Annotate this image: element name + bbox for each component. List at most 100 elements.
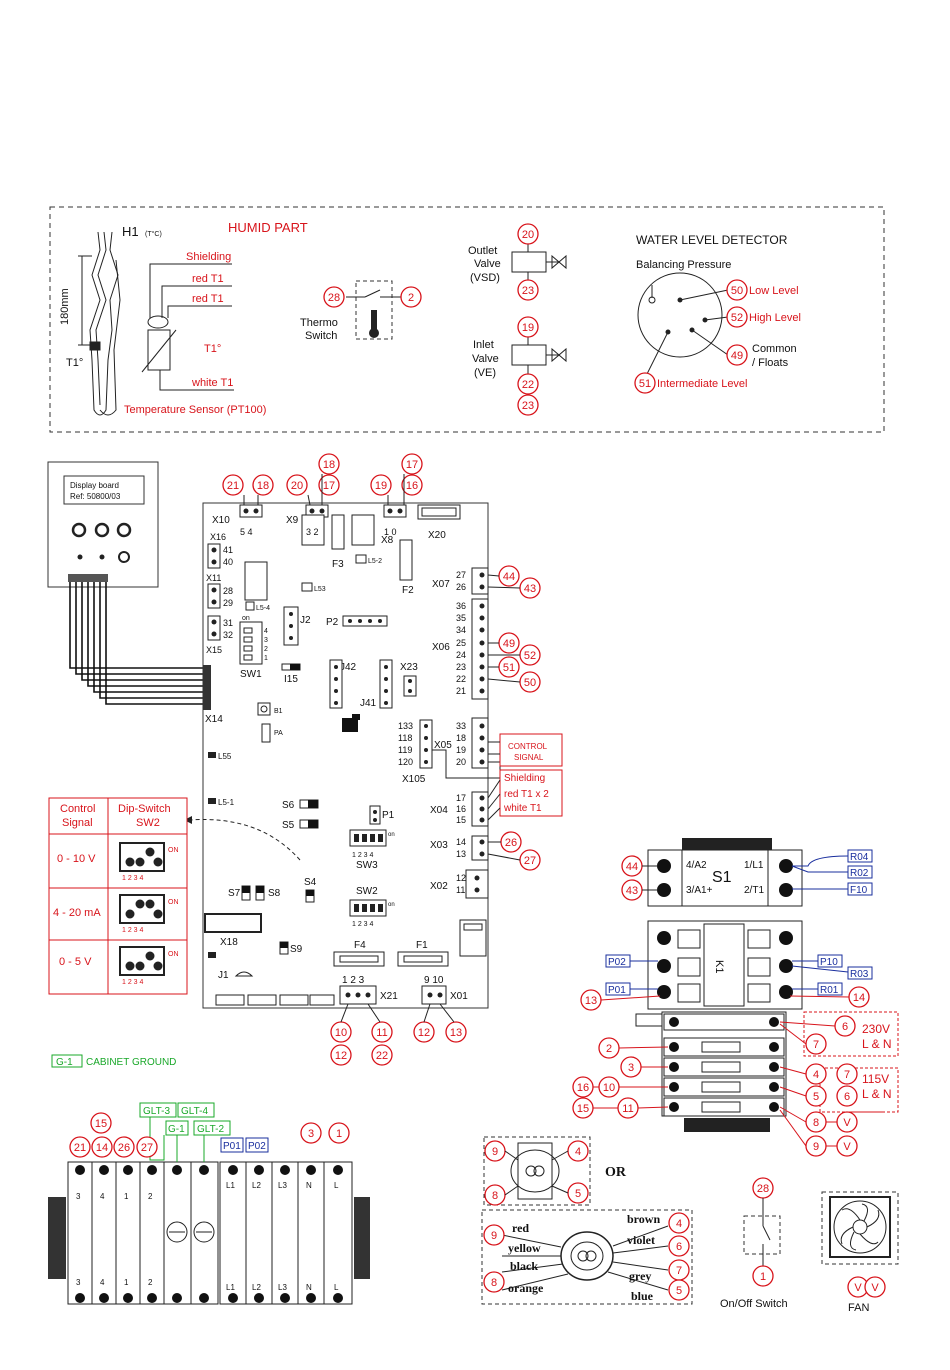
x03-label: X03 bbox=[430, 840, 448, 851]
l51-label: L5-1 bbox=[218, 798, 235, 807]
white-t1-label-2: white T1 bbox=[503, 803, 542, 814]
x21-pins: 1 2 3 bbox=[342, 975, 365, 986]
x03-pin-14: 14 bbox=[456, 837, 466, 847]
s8-label: S8 bbox=[268, 888, 281, 899]
wire-blue-label: blue bbox=[631, 1289, 654, 1303]
svg-text:13: 13 bbox=[585, 995, 597, 1007]
shielding-label-2: Shielding bbox=[504, 773, 545, 784]
s7-label: S7 bbox=[228, 888, 241, 899]
low-level-label: Low Level bbox=[749, 285, 799, 297]
svg-text:5: 5 bbox=[813, 1091, 819, 1103]
s5-label: S5 bbox=[282, 820, 295, 831]
s6-label: S6 bbox=[282, 800, 295, 811]
r02-label: R02 bbox=[850, 868, 869, 879]
tb-top-l3: L3 bbox=[278, 1181, 287, 1190]
x10-label: X10 bbox=[212, 515, 230, 526]
sw3-label: SW3 bbox=[356, 860, 378, 871]
fuse-v-2: V bbox=[843, 1141, 851, 1153]
on-off-switch-label: On/Off Switch bbox=[720, 1298, 788, 1310]
j2-label: J2 bbox=[300, 615, 311, 626]
f4-label: F4 bbox=[354, 940, 366, 951]
x8-pins: 1 0 bbox=[384, 527, 397, 537]
ribbon-cable bbox=[69, 582, 206, 705]
r03-relay: R03 bbox=[850, 969, 869, 980]
tb-bot-2: 2 bbox=[148, 1278, 153, 1287]
wld-num-49: 49 bbox=[731, 350, 743, 362]
h1-unit: (T°C) bbox=[145, 230, 162, 238]
svg-text:26: 26 bbox=[505, 837, 517, 849]
dip-head-b: SW2 bbox=[136, 817, 160, 829]
or-label: OR bbox=[605, 1165, 627, 1180]
transformer-small: 9 8 4 5 bbox=[483, 1136, 591, 1206]
svg-text:5: 5 bbox=[575, 1188, 581, 1200]
x16-pin-a: 41 bbox=[223, 545, 233, 555]
x06-pin-35: 35 bbox=[456, 613, 466, 623]
svg-text:17: 17 bbox=[406, 459, 418, 471]
tb-bot-4: 4 bbox=[100, 1278, 105, 1287]
dip-pins-3: 1 2 3 4 bbox=[122, 979, 144, 986]
svg-text:18: 18 bbox=[323, 459, 335, 471]
fan-icon bbox=[821, 1191, 899, 1265]
x06-pin-36: 36 bbox=[456, 601, 466, 611]
f1-label: F1 bbox=[416, 940, 428, 951]
x9-label: X9 bbox=[286, 515, 299, 526]
x105-pin-119: 119 bbox=[398, 745, 412, 755]
tb-bot-l1: L1 bbox=[226, 1283, 235, 1292]
svg-text:1: 1 bbox=[336, 1128, 342, 1140]
svg-text:22: 22 bbox=[376, 1050, 388, 1062]
s4-label: S4 bbox=[304, 877, 317, 888]
svg-text:3: 3 bbox=[628, 1062, 634, 1074]
white-t1-label: white T1 bbox=[191, 377, 233, 389]
control-signal-table: Control Signal Dip-Switch SW2 0 - 10 V 4… bbox=[48, 797, 188, 995]
p02-terminal: P02 bbox=[248, 1141, 266, 1152]
dip-pins-1: 1 2 3 4 bbox=[122, 875, 144, 882]
s1-l1: 1/L1 bbox=[744, 860, 764, 871]
svg-text:19: 19 bbox=[375, 480, 387, 492]
svg-text:9: 9 bbox=[813, 1141, 819, 1153]
x06-pin-23: 23 bbox=[456, 662, 466, 672]
svg-text:1: 1 bbox=[760, 1271, 766, 1283]
r04-label: R04 bbox=[850, 852, 869, 863]
outlet-label-a: Outlet bbox=[468, 245, 497, 257]
svg-text:13: 13 bbox=[450, 1027, 462, 1039]
x05-label: X05 bbox=[434, 740, 452, 751]
outlet-valve-icon bbox=[511, 244, 567, 280]
p01-terminal: P01 bbox=[223, 1141, 241, 1152]
x105-pin-118: 118 bbox=[398, 733, 412, 743]
svg-text:8: 8 bbox=[813, 1117, 819, 1129]
svg-text:11: 11 bbox=[376, 1027, 387, 1039]
svg-text:49: 49 bbox=[503, 638, 515, 650]
outlet-label-c: (VSD) bbox=[470, 272, 500, 284]
svg-text:14: 14 bbox=[96, 1142, 108, 1154]
svg-text:20: 20 bbox=[291, 480, 303, 492]
main-board: X10 5 4 X9 3 2 X8 1 0 X20 F3 F2 L53 L5-2… bbox=[184, 453, 563, 1066]
dip-switch-icon bbox=[119, 894, 165, 924]
x105-pin-133: 133 bbox=[398, 721, 413, 731]
x07-pin-a: 27 bbox=[456, 570, 466, 580]
svg-text:16: 16 bbox=[406, 480, 418, 492]
svg-text:44: 44 bbox=[626, 861, 638, 873]
x07-label: X07 bbox=[432, 579, 450, 590]
svg-text:27: 27 bbox=[141, 1142, 153, 1154]
sw2-pins: 1 2 3 4 bbox=[352, 921, 374, 928]
high-level-label: High Level bbox=[749, 312, 801, 324]
x9-pins: 3 2 bbox=[306, 527, 319, 537]
wire-brown-label: brown bbox=[627, 1212, 660, 1226]
balancing-label: Balancing Pressure bbox=[636, 259, 731, 271]
sw3-on: on bbox=[388, 832, 395, 838]
svg-text:10: 10 bbox=[335, 1027, 347, 1039]
x05-pin-33: 33 bbox=[456, 721, 466, 731]
x04-pin-16: 16 bbox=[456, 804, 466, 814]
fuse-wire-numbers: 6 7 2 3 16 10 15 11 4 7 5 6 8 9 bbox=[572, 1015, 858, 1157]
x11-pin-a: 28 bbox=[223, 586, 233, 596]
ctrl-row-4-20ma: 4 - 20 mA bbox=[53, 907, 101, 919]
svg-text:10: 10 bbox=[603, 1082, 615, 1094]
p1-label: P1 bbox=[382, 810, 395, 821]
x07-pin-b: 26 bbox=[456, 582, 466, 592]
ctrl-row-0-10v: 0 - 10 V bbox=[57, 853, 96, 865]
svg-text:4: 4 bbox=[264, 628, 268, 635]
svg-text:28: 28 bbox=[757, 1183, 769, 1195]
svg-text:21: 21 bbox=[74, 1142, 86, 1154]
x05-pin-18: 18 bbox=[456, 733, 466, 743]
t1-left-label: T1° bbox=[66, 357, 83, 369]
